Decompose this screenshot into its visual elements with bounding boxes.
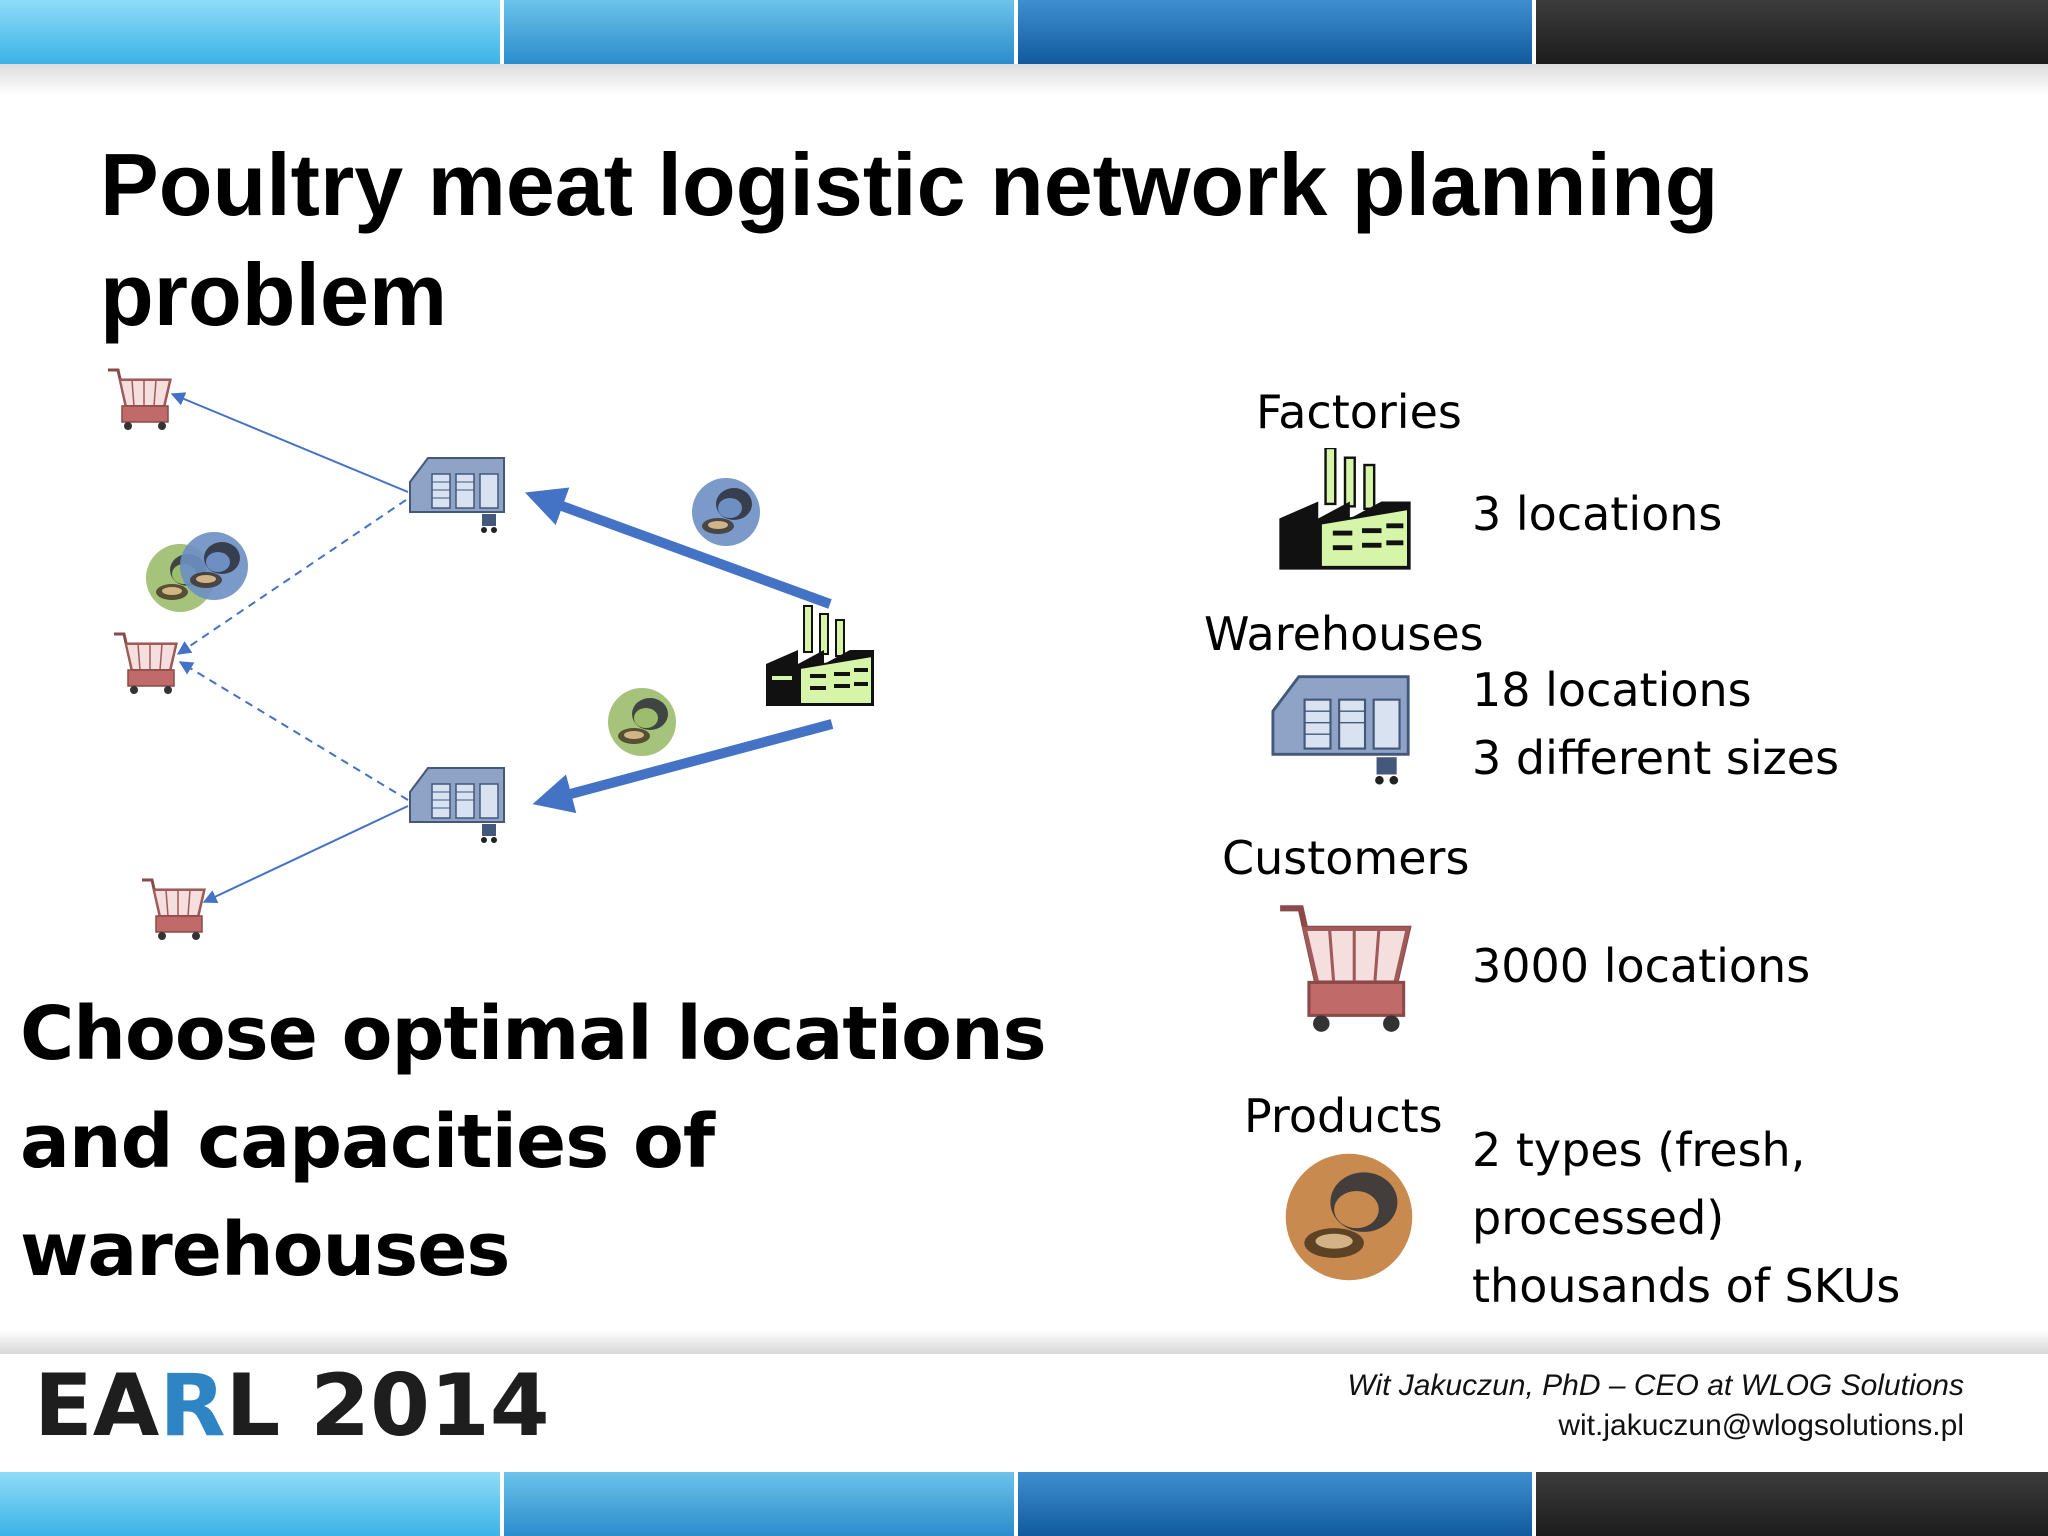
logo-highlight: R <box>159 1356 226 1456</box>
flow-line-dashed <box>178 661 409 801</box>
flow-line <box>170 392 409 493</box>
bar-segment <box>500 1472 504 1536</box>
meat-product-icon <box>608 688 676 756</box>
warehouse-icon <box>409 767 505 844</box>
legend-products-skus: thousands of SKUs <box>1472 1259 1901 1313</box>
author-info: Wit Jakuczun, PhD – CEO at WLOG Solution… <box>1347 1366 1964 1446</box>
flow-line-dashed <box>176 499 407 655</box>
logo-suffix: L 2014 <box>225 1356 550 1456</box>
meat-product-icon <box>1285 1153 1413 1281</box>
factory-flow-arrow <box>524 487 832 609</box>
bar-segment <box>1018 1472 1532 1536</box>
conference-logo: EARL 2014 <box>34 1356 550 1456</box>
bar-segment <box>1014 0 1018 64</box>
slide-title: Poultry meat logistic network planning p… <box>100 135 1719 344</box>
shopping-cart-icon <box>106 368 172 432</box>
bar-segment <box>504 1472 1014 1536</box>
shopping-cart-icon <box>140 878 206 942</box>
legend-products-types-cont: processed) <box>1472 1191 1725 1245</box>
bar-segment <box>1536 1472 2048 1536</box>
legend-warehouses-sizes: 3 different sizes <box>1472 731 1840 785</box>
bar-segment <box>1532 1472 1536 1536</box>
meat-product-icon <box>692 478 760 546</box>
meat-product-icon <box>180 532 248 600</box>
bar-segment <box>500 0 504 64</box>
network-diagram <box>106 368 875 942</box>
logo-prefix: EA <box>34 1356 160 1456</box>
shopping-cart-icon <box>1280 905 1412 1032</box>
legend-factories-count: 3 locations <box>1472 487 1723 541</box>
top-decor-bar <box>0 0 2048 64</box>
bottom-shadow <box>0 1330 2048 1354</box>
bar-segment <box>504 0 1014 64</box>
author-name: Wit Jakuczun, PhD – CEO at WLOG Solution… <box>1347 1369 1964 1402</box>
factory-flow-arrow <box>532 719 834 814</box>
bottom-decor-bar <box>0 1472 2048 1536</box>
conclusion-text: Choose optimal locations and capacities … <box>20 991 1047 1293</box>
bar-segment <box>1018 0 1532 64</box>
bar-segment <box>1014 1472 1018 1536</box>
legend-customers-heading: Customers <box>1222 831 1470 885</box>
legend-products-heading: Products <box>1244 1089 1443 1143</box>
bar-segment <box>0 0 500 64</box>
bar-segment <box>0 1472 500 1536</box>
legend-customers-count: 3000 locations <box>1472 939 1811 993</box>
author-email: wit.jakuczun@wlogsolutions.pl <box>1558 1409 1964 1442</box>
bar-segment <box>1532 0 1536 64</box>
shopping-cart-icon <box>112 632 178 696</box>
warehouse-icon <box>1271 675 1410 785</box>
warehouse-icon <box>409 457 505 534</box>
legend-warehouses-count: 18 locations <box>1472 663 1752 717</box>
flow-line <box>202 805 409 903</box>
legend-warehouses-heading: Warehouses <box>1204 607 1484 661</box>
factory-icon <box>1279 448 1411 570</box>
top-shadow <box>0 64 2048 94</box>
legend-products-types: 2 types (fresh, <box>1472 1123 1806 1177</box>
factory-icon <box>765 605 875 707</box>
legend-factories-heading: Factories <box>1256 385 1462 439</box>
bar-segment <box>1536 0 2048 64</box>
